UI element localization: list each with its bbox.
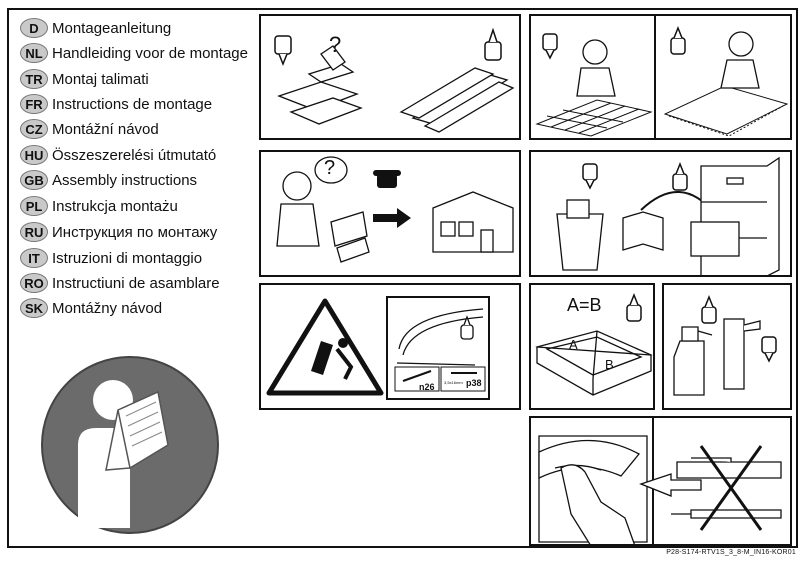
lang-badge: CZ	[20, 119, 48, 139]
lang-row-ru: RU Инструкция по монтажу	[20, 221, 217, 243]
thumbs-down-icon	[582, 163, 598, 190]
open-manual-icon	[622, 211, 664, 251]
wall-plug-icon	[402, 370, 432, 382]
panel-call-for-help: ?	[259, 150, 521, 277]
messy-boards-icon	[277, 45, 363, 125]
part-box-n26	[394, 366, 440, 392]
read-manual-icon	[41, 356, 219, 534]
thumbs-down-icon	[761, 336, 777, 363]
lang-row-nl: NL Handleiding voor de montage	[20, 42, 248, 64]
thumbs-up-icon	[484, 27, 502, 61]
filing-cabinet-icon	[690, 156, 780, 275]
lang-badge: IT	[20, 248, 48, 268]
thought-bubble-icon	[314, 156, 348, 184]
hand-icon	[560, 464, 635, 544]
arrow-left-icon	[639, 473, 702, 497]
question-mark: ?	[329, 32, 342, 57]
trash-bin-icon	[556, 199, 604, 271]
lang-row-cz: CZ Montážní návod	[20, 118, 159, 140]
lang-row-ro: RO Instructiuni de asamblare	[20, 272, 220, 294]
lang-text: Istruzioni di montaggio	[52, 249, 203, 267]
lang-text: Assembly instructions	[52, 171, 198, 189]
lang-row-d: D Montageanleitung	[20, 17, 171, 39]
lang-badge: GB	[20, 170, 48, 190]
lang-text: Instrukcja montażu	[52, 197, 178, 215]
panel-remove-film	[529, 416, 792, 546]
document-code: P28-S174-RTV1S_3_8-M_IN16-KOR01	[666, 549, 796, 556]
lang-badge: NL	[20, 43, 48, 63]
arrow-right-icon	[373, 208, 411, 228]
part-label-n26: n26	[419, 382, 435, 392]
lang-row-gb: GB Assembly instructions	[20, 169, 197, 191]
lang-text: Montageanleitung	[52, 19, 172, 37]
telephone-icon	[373, 170, 401, 188]
diagonal-label-b: B	[605, 357, 614, 372]
tiled-floor-icon	[535, 99, 653, 137]
lang-text: Instructions de montage	[52, 95, 213, 113]
lang-text: Instructiuni de asamblare	[52, 274, 220, 292]
confused-worker-icon	[276, 171, 370, 263]
lang-row-it: IT Istruzioni di montaggio	[20, 247, 202, 269]
lang-text: Montážny návod	[52, 299, 163, 317]
panel-unpack-on-floor: ?	[259, 14, 521, 140]
diagonal-label-a: A	[569, 337, 578, 352]
thumbs-down-icon	[542, 33, 558, 60]
lang-badge: D	[20, 18, 48, 38]
lang-badge: RO	[20, 273, 48, 293]
thumbs-up-icon	[626, 292, 642, 322]
question-mark: ?	[324, 157, 336, 179]
panel-cleaning	[662, 283, 792, 410]
lang-badge: FR	[20, 94, 48, 114]
warning-triangle-icon	[266, 298, 384, 396]
equation-label: A=B	[567, 295, 602, 315]
carcass-frame-icon	[535, 330, 653, 396]
thumbs-up-icon	[670, 25, 686, 55]
spray-bottle-icon	[673, 326, 713, 396]
prohibited-cross-icon	[699, 445, 763, 531]
panel-square-check: A=B A B	[529, 283, 655, 410]
panel-tip-over-warning: n26 p38 3,5x16mm	[259, 283, 521, 410]
lang-text: Montážní návod	[52, 120, 159, 138]
lang-row-hu: HU Összeszerelési útmutató	[20, 144, 216, 166]
lang-badge: HU	[20, 145, 48, 165]
lang-text: Handleiding voor de montage	[52, 44, 248, 62]
wall-bracket-icon	[396, 308, 484, 366]
lang-badge: TR	[20, 69, 48, 89]
part-label-p38: p38	[466, 378, 482, 388]
lang-row-tr: TR Montaj talimati	[20, 68, 149, 90]
neat-boards-icon	[399, 67, 515, 133]
lang-text: Montaj talimati	[52, 70, 149, 88]
tube-icon	[723, 318, 761, 390]
panel-keep-manual	[529, 150, 792, 277]
part-box-p38	[440, 366, 486, 392]
worker-figure-icon	[720, 31, 760, 89]
carpet-icon	[663, 85, 789, 137]
lang-text: Инструкция по монтажу	[52, 223, 218, 241]
thumbs-down-icon	[274, 35, 292, 67]
lang-badge: SK	[20, 298, 48, 318]
screw-size-label: 3,5x16mm	[444, 380, 463, 385]
lang-text: Összeszerelési útmutató	[52, 146, 217, 164]
thumbs-up-icon	[672, 161, 688, 191]
panel-assembly-surface	[529, 14, 792, 140]
lang-badge: RU	[20, 222, 48, 242]
cutter-knife-icon	[671, 457, 782, 519]
house-icon	[432, 191, 514, 253]
lang-badge: PL	[20, 196, 48, 216]
lang-row-fr: FR Instructions de montage	[20, 93, 212, 115]
instruction-sheet-frame	[7, 8, 798, 548]
thumbs-up-icon	[701, 294, 717, 324]
lang-row-pl: PL Instrukcja montażu	[20, 195, 178, 217]
thumbs-up-icon	[460, 315, 474, 340]
lang-row-sk: SK Montážny návod	[20, 297, 162, 319]
worker-figure-icon	[576, 39, 616, 97]
